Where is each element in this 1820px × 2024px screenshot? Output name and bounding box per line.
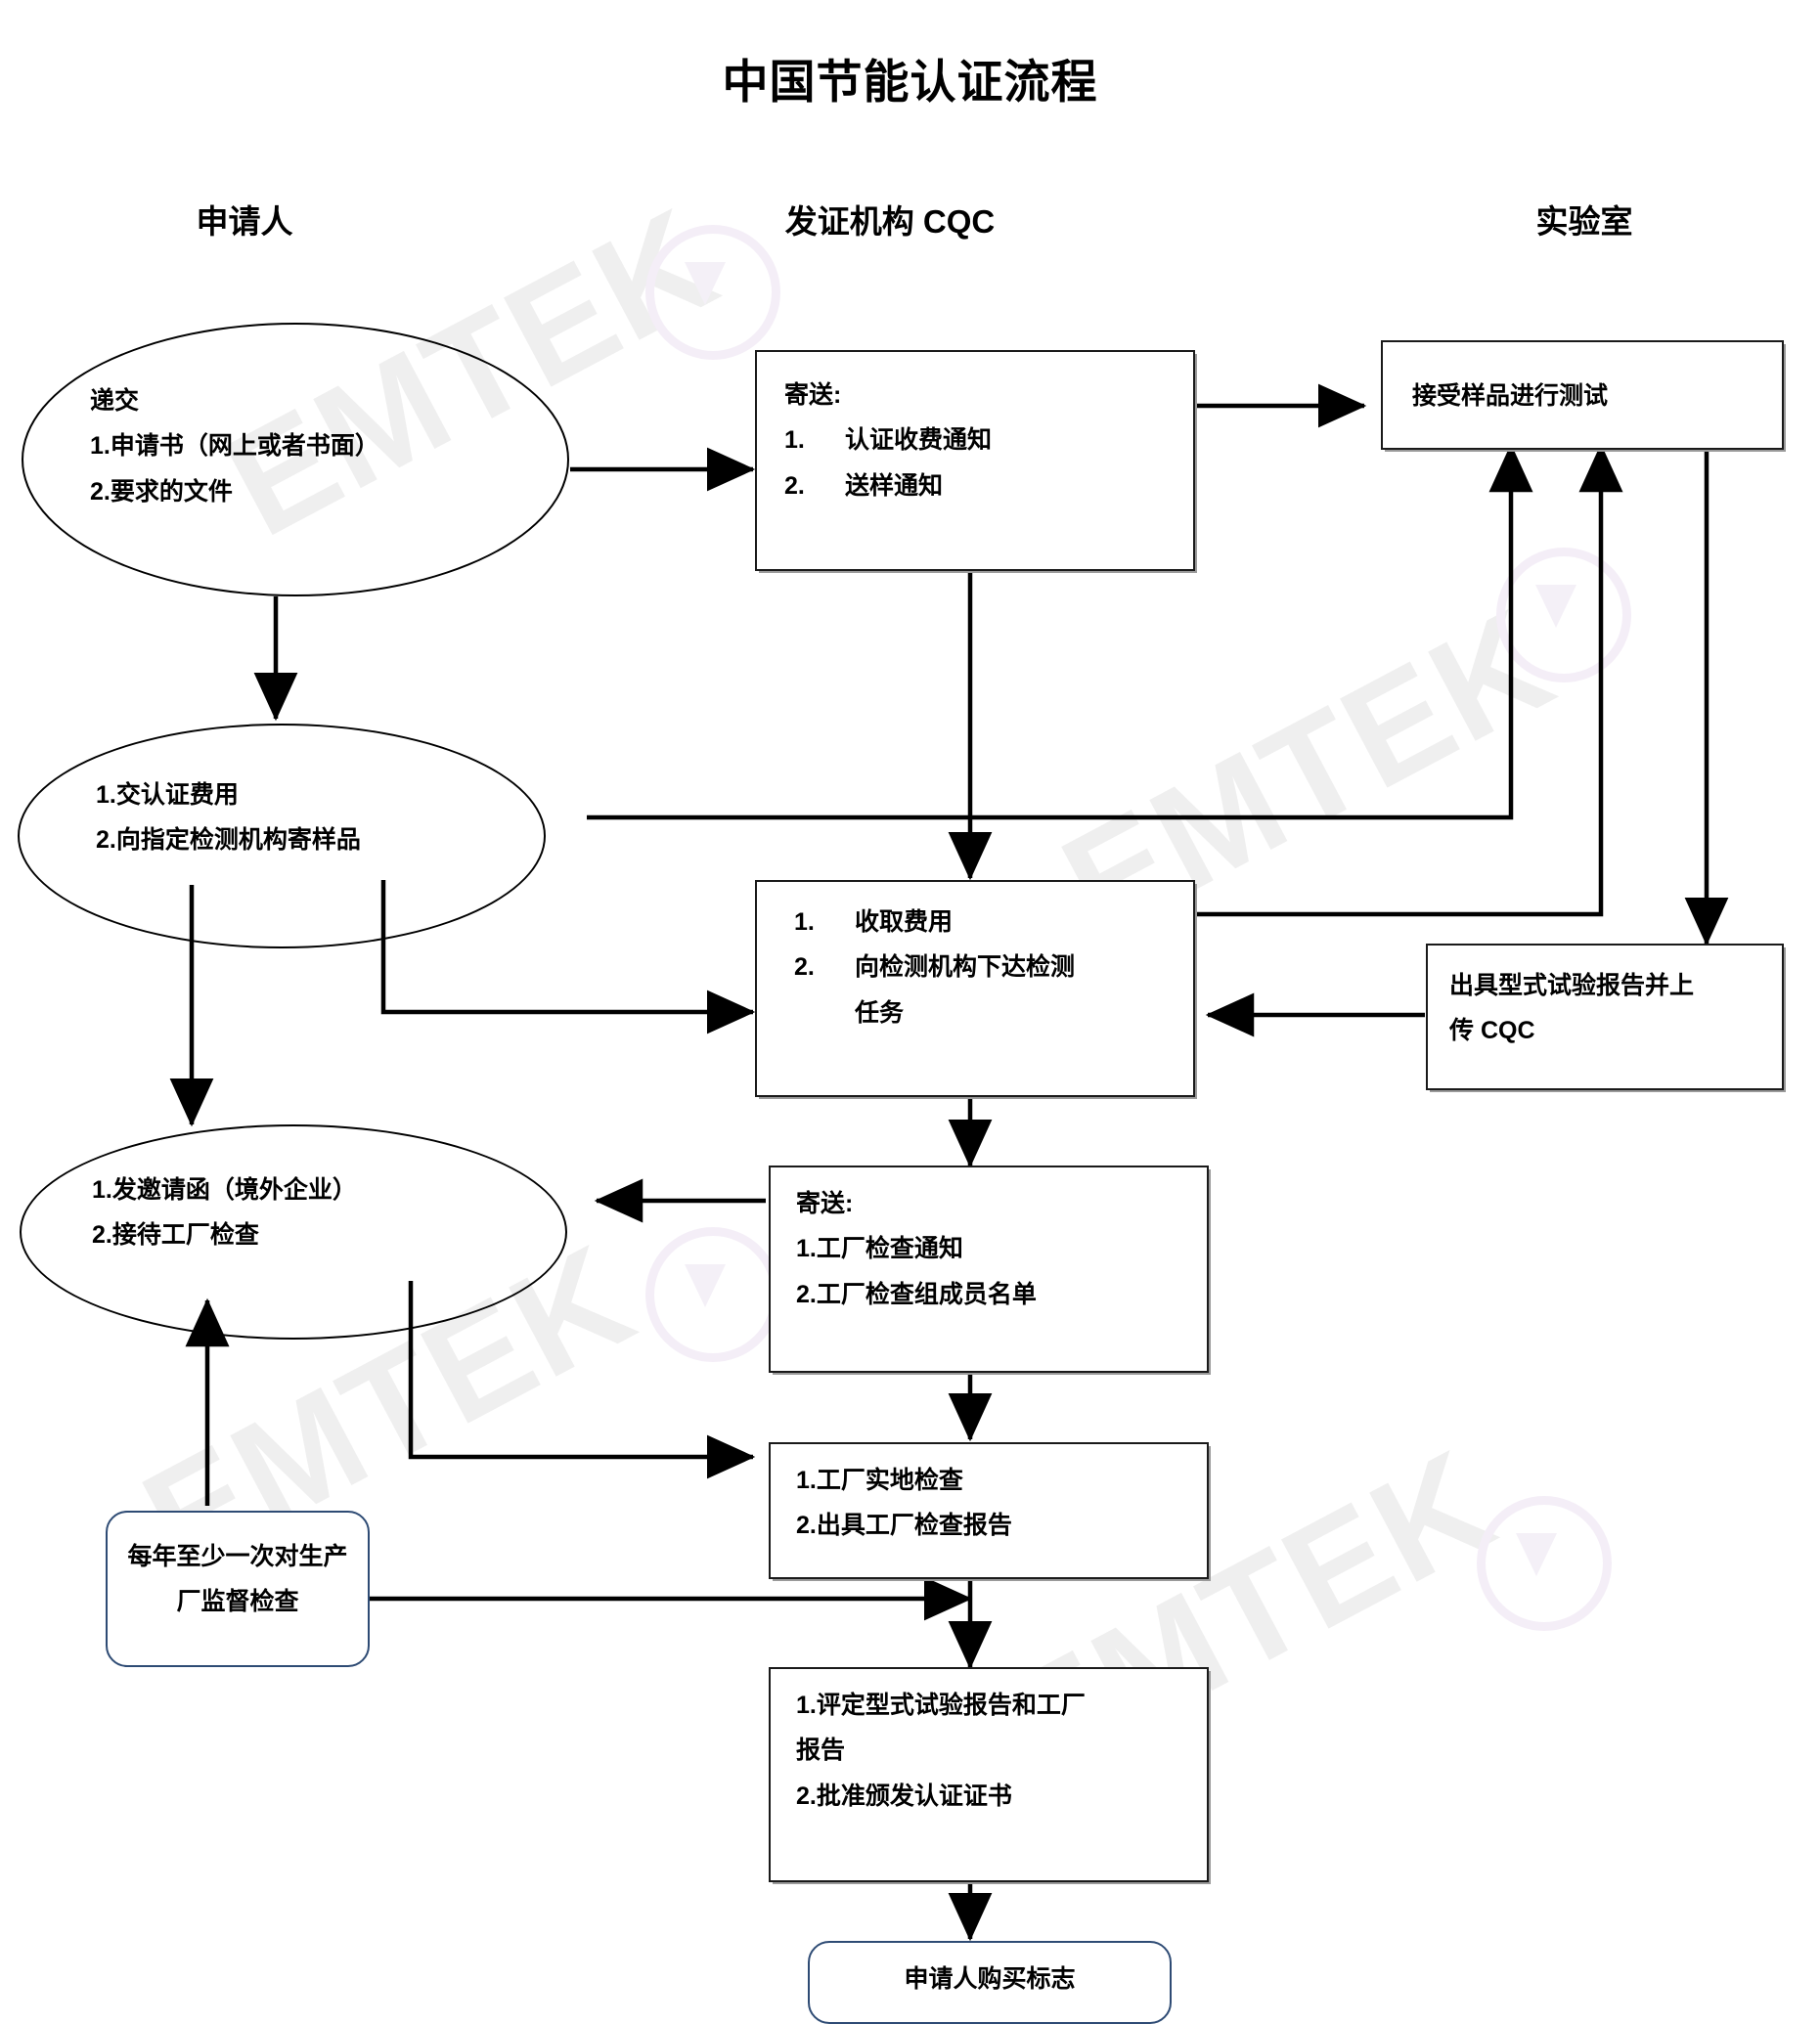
node-annual-supervision[interactable]: 每年至少一次对生产 厂监督检查 [106, 1511, 370, 1667]
node-lab-issue-report-text: 出具型式试验报告并上 传 CQC [1449, 963, 1694, 1054]
line: 传 CQC [1449, 1017, 1535, 1045]
line: 2.向指定检测机构寄样品 [96, 826, 361, 855]
watermark-ring-2 [1496, 548, 1631, 682]
line: 接受样品进行测试 [1412, 382, 1609, 410]
line: 每年至少一次对生产 [127, 1543, 348, 1570]
line: 寄送: [796, 1190, 854, 1217]
line: 2.要求的文件 [90, 477, 233, 506]
node-submit-application-text: 递交 1.申请书（网上或者书面） 2.要求的文件 [90, 378, 379, 514]
watermark-ring-1 [645, 225, 780, 360]
node-factory-inspection-text: 1.工厂实地检查 2.出具工厂检查报告 [796, 1458, 1012, 1549]
node-buy-mark-text: 申请人购买标志 [810, 1957, 1170, 2002]
node-lab-receive-sample-text: 接受样品进行测试 [1383, 374, 1782, 418]
list-text: 认证收费通知 [845, 426, 993, 455]
node-cqc-send-inspection[interactable]: 寄送: 1.工厂检查通知 2.工厂检查组成员名单 [769, 1166, 1209, 1373]
list-number: 1. [794, 908, 815, 936]
list-text: 任务 [855, 998, 905, 1027]
node-cqc-send-inspection-text: 寄送: 1.工厂检查通知 2.工厂检查组成员名单 [796, 1181, 1037, 1317]
line: 2.工厂检查组成员名单 [796, 1280, 1037, 1308]
line: 1.工厂实地检查 [796, 1467, 963, 1494]
line: 2. 向检测机构下达检测 [794, 945, 1075, 990]
line: 寄送: [784, 381, 842, 409]
line: 2.批准颁发认证证书 [796, 1782, 1012, 1810]
line: 1.申请书（网上或者书面） [90, 432, 379, 461]
line: 1.发邀请函（境外企业） [92, 1176, 357, 1204]
line: 申请人购买标志 [904, 1965, 1076, 1993]
node-evaluate-and-approve-text: 1.评定型式试验报告和工厂 报告 2.批准颁发认证证书 [796, 1683, 1086, 1819]
list-number: 2. [784, 471, 805, 500]
line: 1.评定型式试验报告和工厂 [796, 1692, 1086, 1719]
line: 任务 [794, 990, 1075, 1035]
list-number: 1. [784, 426, 805, 455]
edge-invite-to-factory [408, 1281, 756, 1479]
node-lab-receive-sample[interactable]: 接受样品进行测试 [1381, 340, 1784, 450]
line: 2.出具工厂检查报告 [796, 1512, 1012, 1540]
node-cqc-send-notices[interactable]: 寄送: 1. 认证收费通知 2. 送样通知 [755, 350, 1195, 571]
line: 1. 收取费用 [794, 900, 1075, 945]
watermark-ring-4 [1477, 1496, 1612, 1631]
list-text: 向检测机构下达检测 [855, 953, 1076, 982]
page-title: 中国节能认证流程 [722, 56, 1098, 108]
column-header-cqc: 发证机构 CQC [784, 203, 996, 240]
line: 出具型式试验报告并上 [1449, 972, 1695, 999]
node-pay-and-send-sample-text: 1.交认证费用 2.向指定检测机构寄样品 [96, 772, 361, 863]
line: 1.工厂检查通知 [796, 1235, 963, 1263]
list-text: 收取费用 [855, 908, 954, 936]
node-pay-and-send-sample[interactable]: 1.交认证费用 2.向指定检测机构寄样品 [18, 724, 546, 948]
list-text: 送样通知 [845, 471, 944, 500]
line: 1. 认证收费通知 [784, 418, 992, 462]
line: 厂监督检查 [176, 1588, 299, 1616]
node-annual-supervision-text: 每年至少一次对生产 厂监督检查 [108, 1534, 368, 1625]
edge-collectfee-to-labreceive [1195, 443, 1623, 917]
node-buy-mark[interactable]: 申请人购买标志 [808, 1941, 1172, 2024]
node-cqc-collect-fee-text: 1. 收取费用 2. 向检测机构下达检测 任务 [794, 900, 1075, 1035]
node-evaluate-and-approve[interactable]: 1.评定型式试验报告和工厂 报告 2.批准颁发认证证书 [769, 1667, 1209, 1882]
column-header-applicant: 申请人 [196, 203, 293, 240]
node-invite-and-host-text: 1.发邀请函（境外企业） 2.接待工厂检查 [92, 1167, 357, 1258]
node-invite-and-host[interactable]: 1.发邀请函（境外企业） 2.接待工厂检查 [20, 1124, 567, 1340]
column-header-lab: 实验室 [1535, 203, 1633, 240]
node-cqc-collect-fee[interactable]: 1. 收取费用 2. 向检测机构下达检测 任务 [755, 880, 1195, 1097]
line: 递交 [90, 387, 140, 415]
node-lab-issue-report[interactable]: 出具型式试验报告并上 传 CQC [1426, 944, 1784, 1090]
node-cqc-send-notices-text: 寄送: 1. 认证收费通知 2. 送样通知 [784, 373, 992, 508]
line: 2.接待工厂检查 [92, 1221, 259, 1250]
line: 2. 送样通知 [784, 463, 992, 508]
node-submit-application[interactable]: 递交 1.申请书（网上或者书面） 2.要求的文件 [22, 323, 569, 596]
edge-pay-to-labreceive [587, 443, 1533, 820]
line: 报告 [796, 1737, 846, 1765]
node-factory-inspection[interactable]: 1.工厂实地检查 2.出具工厂检查报告 [769, 1442, 1209, 1579]
list-number: 2. [794, 953, 815, 982]
line: 1.交认证费用 [96, 781, 239, 809]
